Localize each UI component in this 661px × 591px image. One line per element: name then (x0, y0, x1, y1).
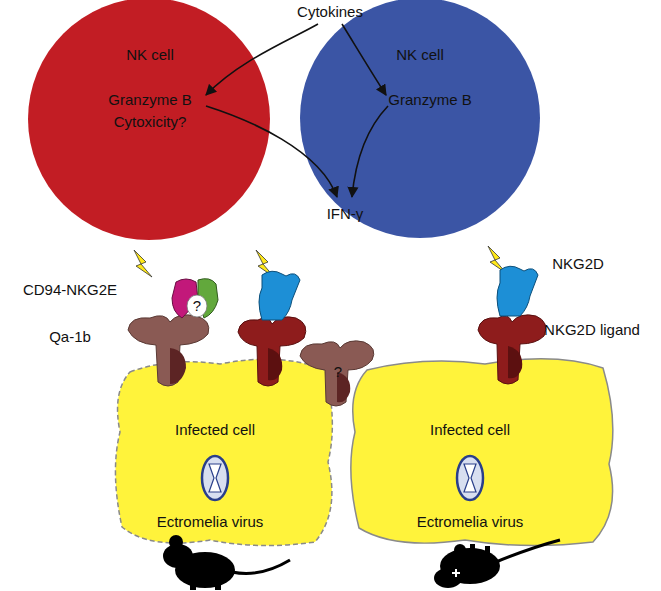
nkg2d-ligand (238, 317, 306, 386)
node-text: Infected cell (430, 421, 510, 438)
node-text: Ectromelia virus (417, 513, 524, 530)
ifn-gamma-label: IFN-γ (327, 205, 364, 222)
mouse-dead (434, 540, 560, 588)
ligand-label: NKG2D ligand (544, 321, 640, 338)
node-text: Infected cell (175, 421, 255, 438)
infected-cell: Infected cellEctromelia virus (345, 352, 620, 552)
qa1b-molecule (300, 341, 374, 406)
question-mark: ? (193, 297, 201, 314)
cytokine-arrow (206, 24, 318, 95)
receptor-label: NKG2D (552, 255, 604, 272)
node-text: Cytoxicity? (114, 113, 187, 130)
nk-cell-circle: NK cellGranzyme B Cytoxicity? (28, 0, 270, 240)
node-text: Granzyme B (108, 91, 191, 108)
nkg2d-receptor (259, 271, 300, 320)
mouse-alive (163, 535, 290, 590)
signal-bolt (134, 246, 506, 277)
cd94-nkg2e-receptor (172, 279, 218, 318)
virus-icon (202, 456, 483, 500)
infected-cell: Infected cellEctromelia virus (110, 352, 342, 552)
node-text: Granzyme B (388, 91, 471, 108)
node-text: NK cell (396, 46, 444, 63)
receptor-label: CD94-NKG2E (23, 281, 117, 298)
nkg2d-ligand (478, 315, 546, 384)
node-text: NK cell (126, 46, 174, 63)
node-text: Ectromelia virus (157, 513, 264, 530)
question-mark: ? (334, 363, 342, 380)
cytokine-arrow (342, 24, 386, 95)
nkg2d-receptor (497, 266, 538, 316)
cytokines-label: Cytokines (297, 3, 363, 20)
nk-cell-circle: NK cellGranzyme B (300, 0, 540, 238)
ifn-arrow (352, 106, 388, 197)
ifn-arrow (206, 106, 337, 197)
ligand-label: Qa-1b (49, 328, 91, 345)
qa1b-molecule (128, 315, 209, 386)
